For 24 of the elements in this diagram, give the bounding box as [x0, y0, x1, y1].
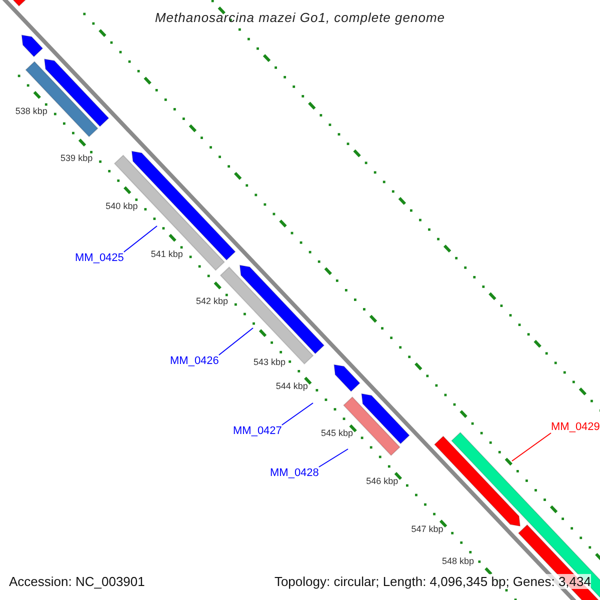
accession-text: Accession: NC_003901: [9, 574, 145, 589]
tick-label: 540 kbp: [106, 201, 138, 212]
leader-line: [318, 448, 348, 468]
title: Methanosarcina mazei Go1, complete genome: [154, 10, 446, 25]
tick-label: 545 kbp: [321, 428, 354, 438]
gene-label: MM_0425: [75, 252, 124, 264]
tick-label: 544 kbp: [276, 380, 308, 391]
gene-label: MM_0428: [270, 467, 319, 479]
gene-label: MM_0429: [551, 421, 600, 433]
tick-label: 539 kbp: [60, 153, 93, 164]
tick-label: 541 kbp: [150, 248, 183, 259]
tick-label: 538 kbp: [15, 106, 48, 116]
gene-label: MM_0426: [170, 355, 219, 367]
tick-label: 542 kbp: [196, 296, 228, 306]
leader-line: [218, 328, 254, 356]
tick-label: 543 kbp: [253, 357, 286, 367]
leader-line: [123, 226, 158, 252]
genome-summary: Topology: circular; Length: 4,096,345 bp; Genes: 3,434: [274, 574, 591, 589]
leader-line: [512, 432, 552, 462]
tick-label: 546 kbp: [366, 476, 398, 486]
leader-line: [281, 402, 314, 426]
tick-label: 548 kbp: [442, 556, 474, 566]
tick-label: 547 kbp: [411, 524, 444, 534]
gene-label: MM_0427: [233, 425, 282, 437]
